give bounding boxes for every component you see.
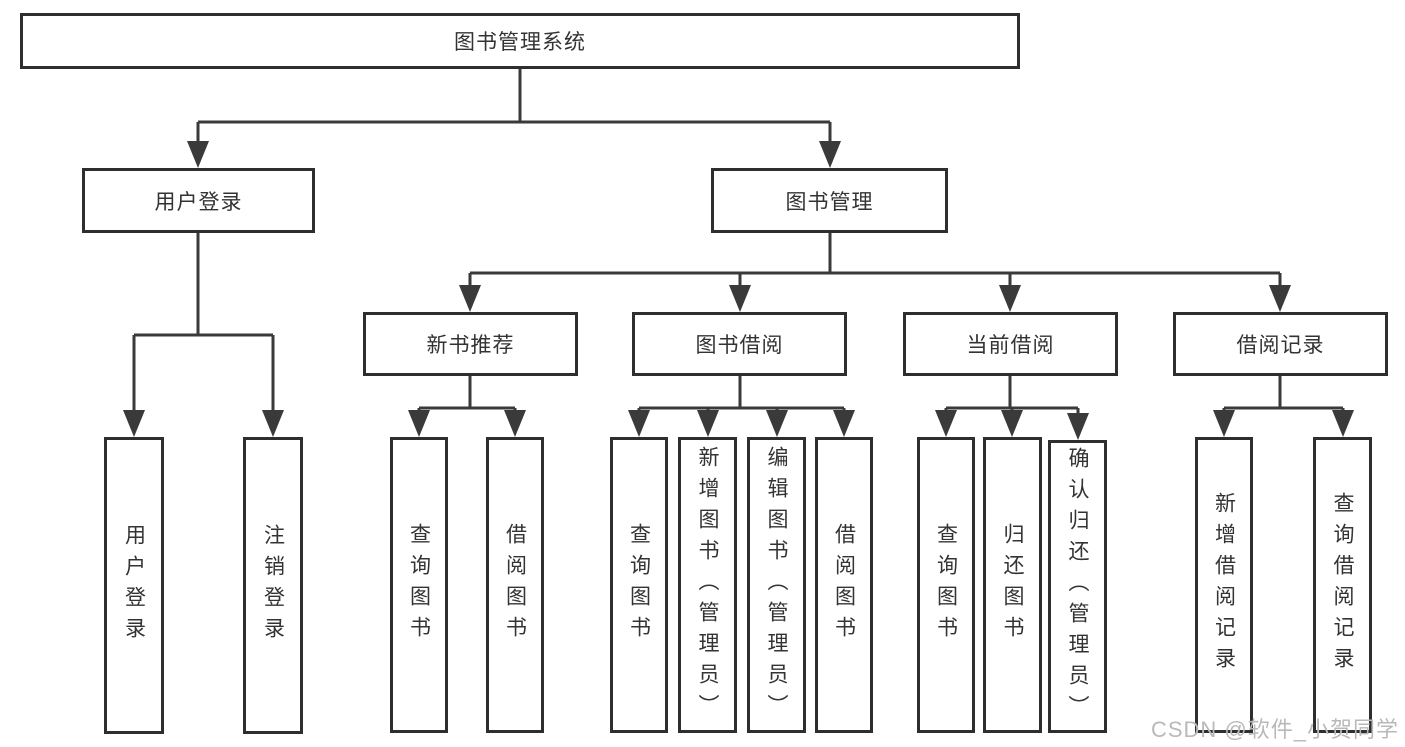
leaf-user-login: 用户登录	[104, 437, 164, 734]
leaf-borrow-add-admin-label: 新增图书（管理员）	[696, 445, 719, 725]
node-current-borrow-label: 当前借阅	[966, 334, 1055, 357]
leaf-borrow-add-admin: 新增图书（管理员）	[678, 437, 737, 733]
node-current-borrow: 当前借阅	[903, 312, 1118, 376]
node-borrow-records: 借阅记录	[1173, 312, 1388, 376]
leaf-current-return: 归还图书	[983, 437, 1042, 733]
leaf-newbook-query-label: 查询图书	[407, 523, 431, 647]
node-book-borrow-label: 图书借阅	[695, 334, 784, 357]
leaf-current-query: 查询图书	[917, 437, 975, 733]
node-book-borrow: 图书借阅	[632, 312, 847, 376]
leaf-newbook-borrow-label: 借阅图书	[503, 523, 527, 647]
leaf-borrow-query-label: 查询图书	[627, 523, 651, 647]
leaf-records-add: 新增借阅记录	[1195, 437, 1253, 733]
leaf-user-login-label: 用户登录	[122, 523, 146, 648]
leaf-borrow-book: 借阅图书	[815, 437, 873, 733]
leaf-records-query-label: 查询借阅记录	[1331, 492, 1354, 678]
leaf-borrow-edit-admin-label: 编辑图书（管理员）	[765, 445, 788, 725]
leaf-newbook-query: 查询图书	[390, 437, 448, 733]
watermark: CSDN @软件_小贺同学	[1150, 717, 1399, 742]
leaf-borrow-edit-admin: 编辑图书（管理员）	[747, 437, 806, 733]
leaf-borrow-book-label: 借阅图书	[832, 523, 856, 647]
node-book-management-label: 图书管理	[785, 190, 874, 214]
node-new-book-recommend: 新书推荐	[363, 312, 578, 376]
node-user-login-label: 用户登录	[154, 190, 243, 214]
leaf-records-query: 查询借阅记录	[1313, 437, 1372, 733]
node-book-management: 图书管理	[711, 168, 948, 233]
leaf-newbook-borrow: 借阅图书	[486, 437, 544, 733]
leaf-borrow-query: 查询图书	[610, 437, 668, 733]
node-root-system: 图书管理系统	[20, 13, 1020, 69]
leaf-current-query-label: 查询图书	[934, 523, 958, 647]
leaf-logout-label: 注销登录	[261, 523, 285, 648]
node-user-login: 用户登录	[82, 168, 315, 233]
leaf-current-return-label: 归还图书	[1001, 523, 1024, 647]
node-new-book-recommend-label: 新书推荐	[426, 334, 515, 357]
leaf-logout: 注销登录	[243, 437, 303, 734]
leaf-current-confirm-return-admin-label: 确认归还（管理员）	[1066, 447, 1089, 726]
node-root-label: 图书管理系统	[454, 31, 586, 54]
node-borrow-records-label: 借阅记录	[1236, 334, 1325, 357]
leaf-records-add-label: 新增借阅记录	[1212, 492, 1236, 678]
leaf-current-confirm-return-admin: 确认归还（管理员）	[1048, 440, 1107, 733]
